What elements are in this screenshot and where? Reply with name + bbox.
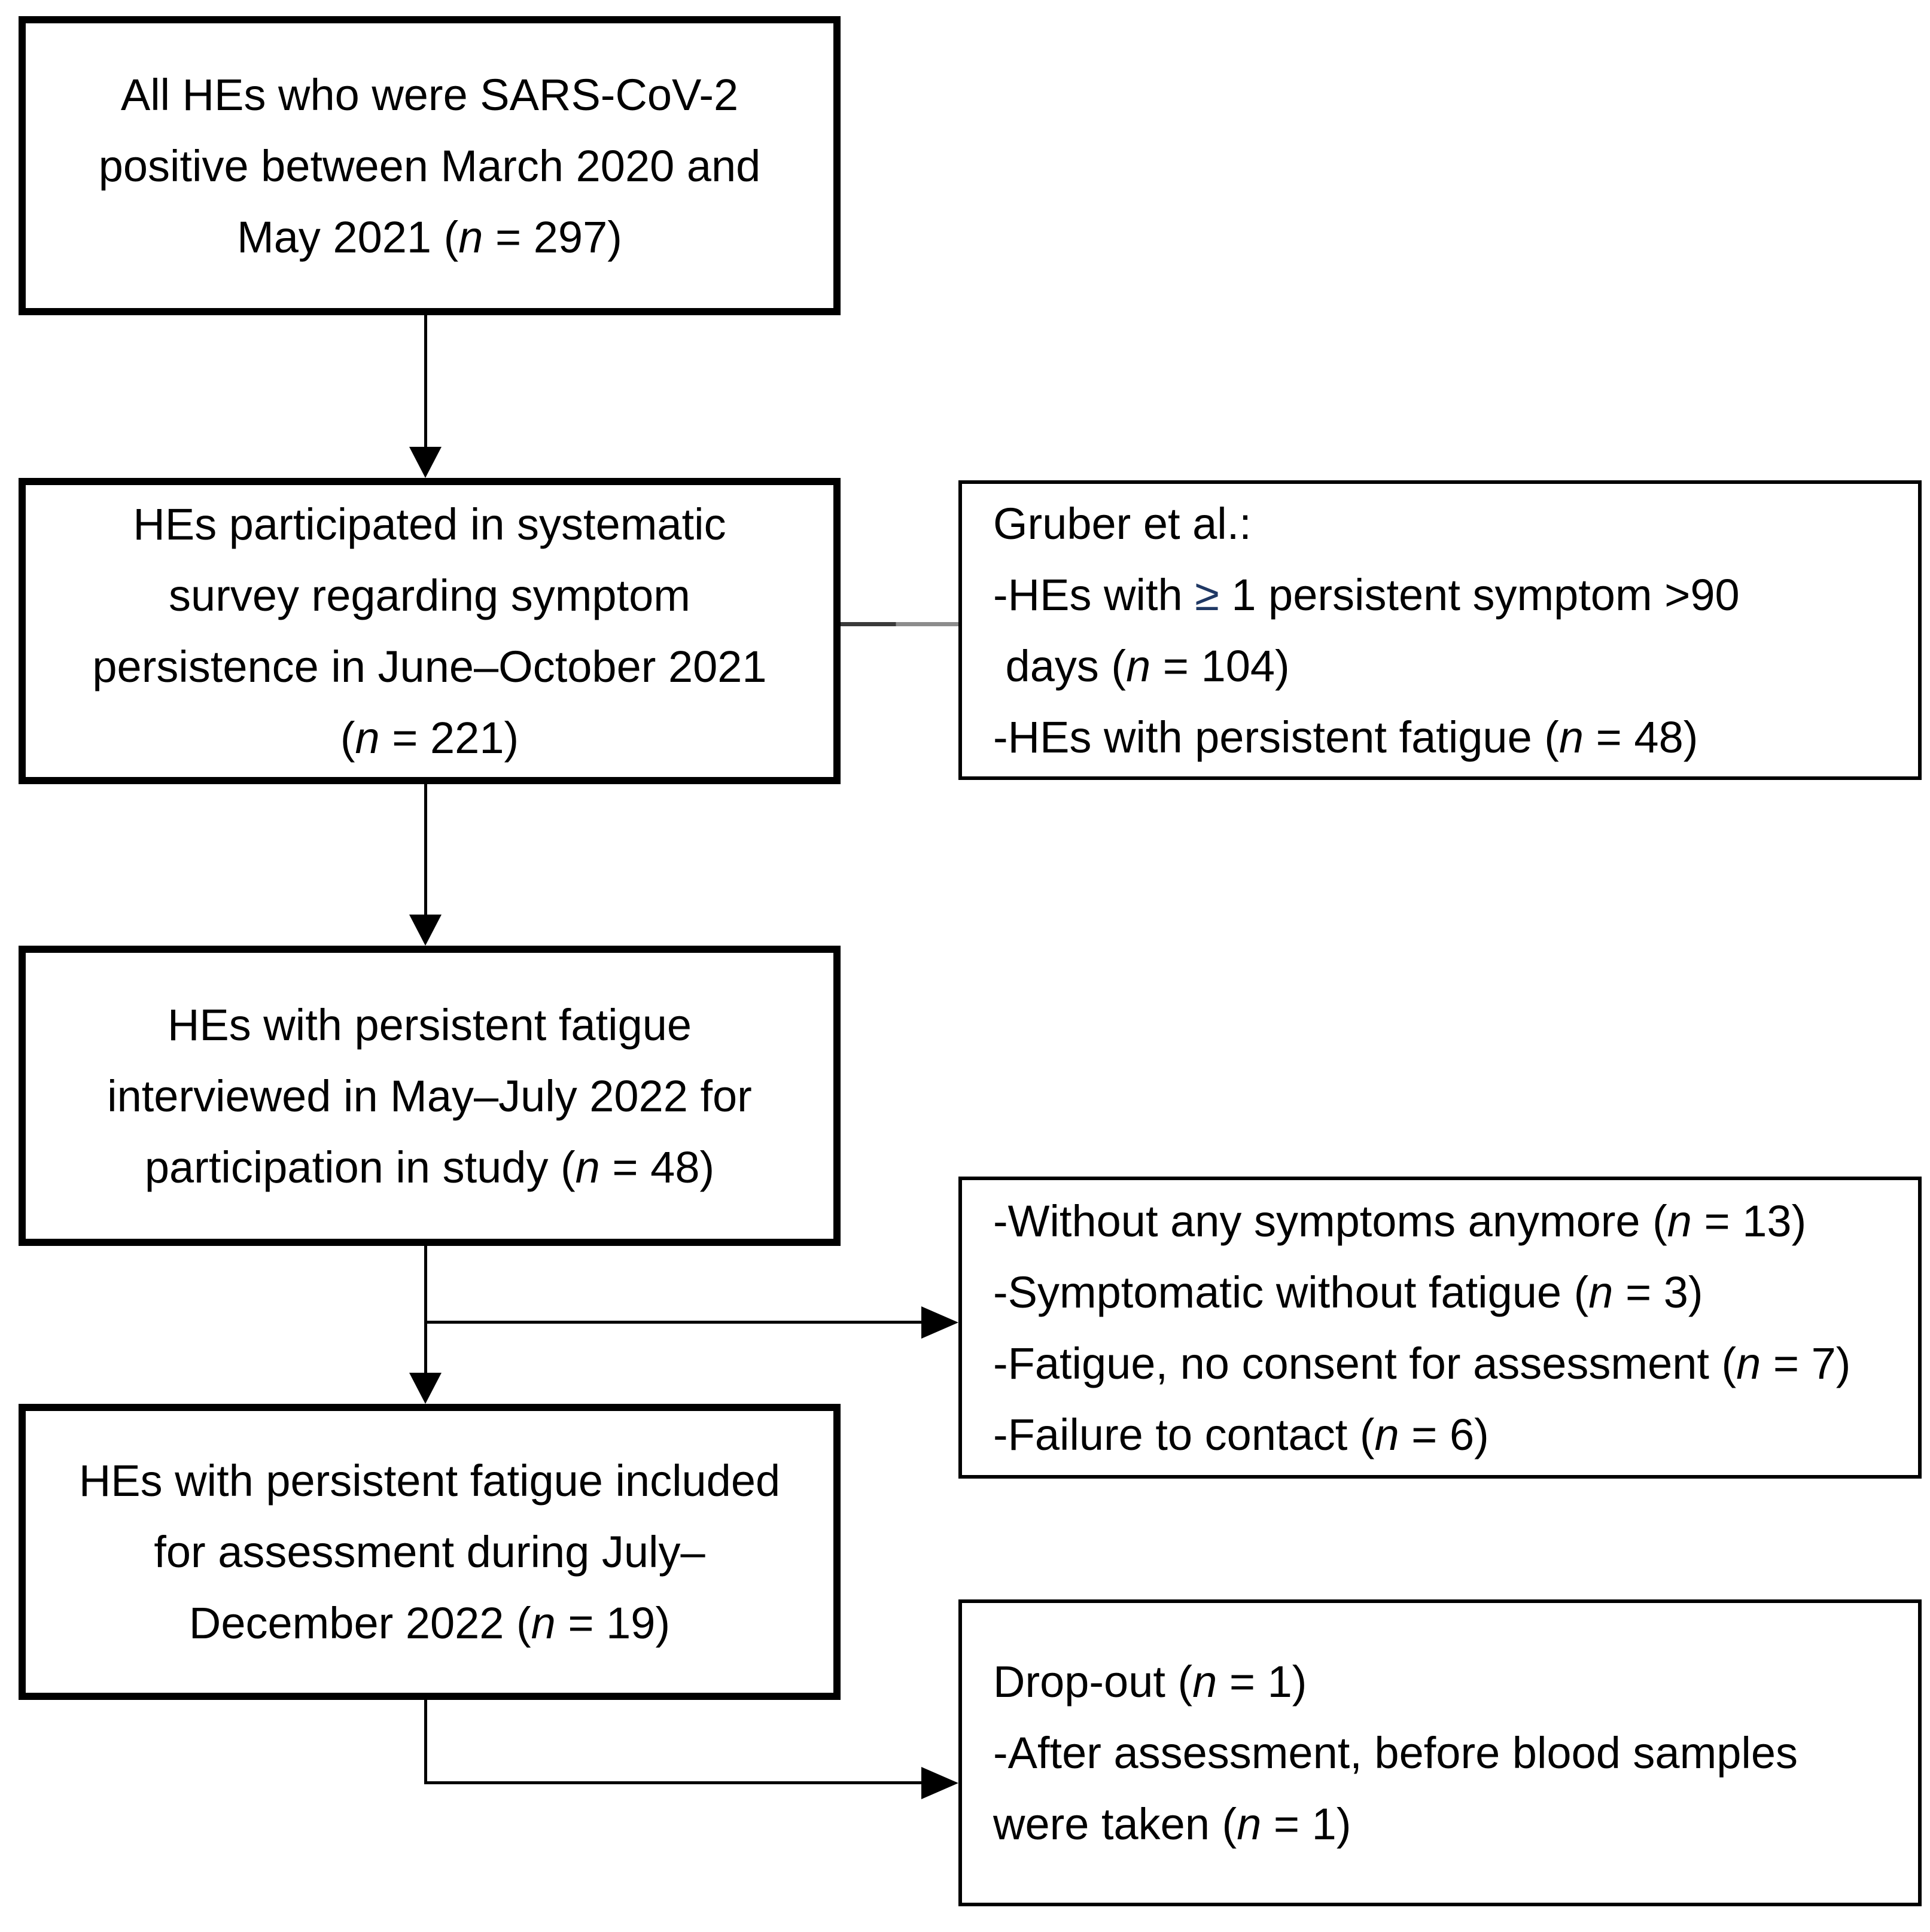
text-line: Drop-out (n = 1) (993, 1657, 1307, 1707)
text-line: participation in study (n = 48) (144, 1142, 715, 1192)
side-box-gruber: Gruber et al.: -HEs with ≥ 1 persistent s… (958, 480, 1922, 780)
text-line: -HEs with persistent fatigue (n = 48) (993, 712, 1698, 762)
text-line: Gruber et al.: (993, 498, 1252, 548)
side-box-exclusions: -Without any symptoms anymore (n = 13) -S… (958, 1177, 1922, 1479)
right-arrow-icon (921, 1306, 958, 1339)
text-line: -Without any symptoms anymore (n = 13) (993, 1196, 1807, 1246)
text-line: -After assessment, before blood samples (993, 1728, 1798, 1778)
box-interviewed-for-study: HEs with persistent fatigue interviewed i… (19, 946, 841, 1246)
text-line: persistence in June–October 2021 (92, 642, 767, 691)
text-line: -Fatigue, no consent for assessment (n =… (993, 1338, 1851, 1388)
connector-line-branch-exclusions (424, 1321, 921, 1324)
text-line: (n = 221) (340, 713, 519, 763)
down-arrow-icon (409, 447, 442, 478)
text-line: May 2021 (n = 297) (237, 212, 622, 262)
connector-line-box2-gruber (841, 622, 958, 626)
text-line: were taken (n = 1) (993, 1799, 1351, 1849)
text-line: for assessment during July– (154, 1527, 705, 1577)
text-line: -Symptomatic without fatigue (n = 3) (993, 1267, 1703, 1317)
text-line: HEs with persistent fatigue (167, 999, 692, 1050)
text-line: survey regarding symptom (169, 571, 690, 620)
connector-line-box1-box2 (424, 315, 427, 447)
down-arrow-icon (409, 1373, 442, 1404)
text-line: HEs with persistent fatigue included (78, 1456, 781, 1506)
box-all-hes-positive: All HEs who were SARS-CoV-2 positive betw… (19, 16, 841, 315)
box-included-for-assessment: HEs with persistent fatigue included for … (19, 1404, 841, 1700)
side-box-dropout: Drop-out (n = 1) -After assessment, befor… (958, 1599, 1922, 1906)
down-arrow-icon (409, 915, 442, 946)
right-arrow-icon (921, 1767, 958, 1799)
text-line: -Failure to contact (n = 6) (993, 1409, 1489, 1459)
text-line: positive between March 2020 and (98, 141, 761, 191)
connector-line-dropout (424, 1781, 921, 1784)
text-line: December 2022 (n = 19) (188, 1598, 671, 1648)
connector-line-box3-box4 (424, 1246, 427, 1373)
connector-line-box4-dropout (424, 1700, 427, 1784)
text-line: HEs participated in systematic (133, 499, 726, 549)
text-line: All HEs who were SARS-CoV-2 (120, 69, 739, 120)
text-line: -HEs with ≥ 1 persistent symptom >90 (993, 569, 1740, 620)
box-systematic-survey: HEs participated in systematic survey reg… (19, 478, 841, 784)
text-line: days (n = 104) (993, 641, 1290, 691)
connector-line-box2-box3 (424, 784, 427, 915)
text-line: interviewed in May–July 2022 for (107, 1071, 752, 1121)
